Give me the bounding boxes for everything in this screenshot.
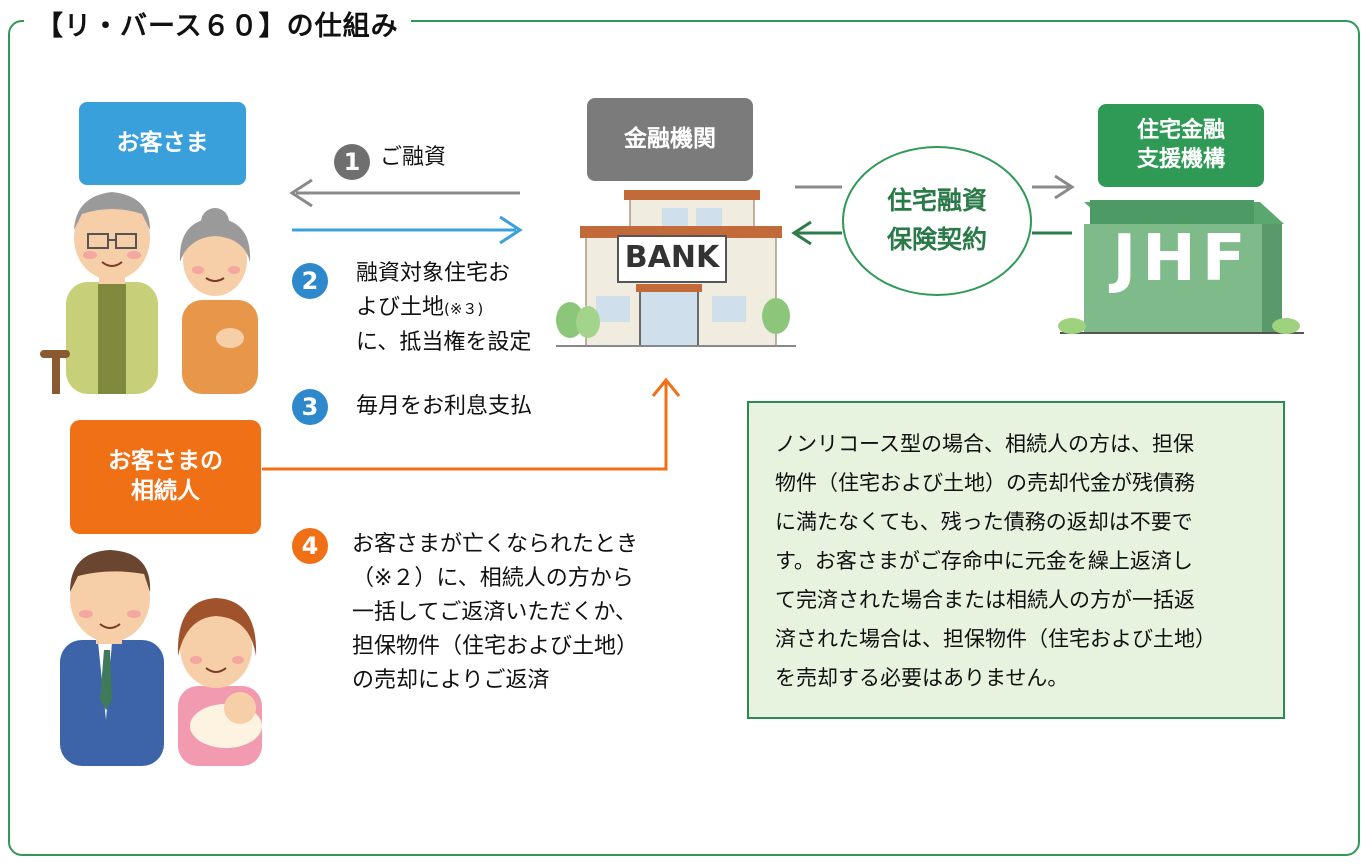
step-4-line2: （※２）に、相続人の方から [352,566,634,591]
heir-family-illustration [60,550,262,766]
customer-label: お客さま [79,102,246,185]
step-3-number: 3 [292,389,328,425]
step-2-line3: に、抵当権を設定 [356,330,532,355]
thf-label-line2: 支援機構 [1136,146,1225,172]
note-line: 済された場合は、担保物件（住宅および土地） [775,627,1216,651]
thf-label-line1: 住宅金融 [1136,117,1225,143]
step-1-number: 1 [334,144,370,180]
step-4-number: 4 [292,528,328,564]
step-2-number: 2 [292,263,328,299]
note-line: を売却する必要はありません。 [775,666,1069,690]
claim-arrow [791,220,1072,246]
step-2-line1: 融資対象住宅お [356,261,511,286]
step-4-line4: 担保物件（住宅および土地） [352,634,639,659]
note-line: て完済された場合または相続人の方が一括返 [775,588,1195,612]
diagram-frame [8,20,1360,856]
page-title: 【リ・バース６０】の仕組み [24,4,411,43]
mortgage-arrow [292,215,523,245]
note-line: ノンリコース型の場合、相続人の方は、担保 [775,432,1194,456]
insurance-arrow [795,174,1075,200]
contract-line1: 住宅融資 [886,186,987,216]
heir-label-line2: 相続人 [131,478,200,504]
bank-sign-text: BANK [624,240,720,275]
bank-label: 金融機関 [587,98,753,181]
step-3-text: 毎月をお利息支払 [356,394,533,419]
thf-building-illustration [1058,200,1304,334]
step-2-text: 融資対象住宅お よび土地(※３) に、抵当権を設定 [356,257,531,360]
thf-label: 住宅金融支援機構 [1098,104,1264,187]
contract-line2: 保険契約 [886,225,987,254]
note-line: 物件（住宅および土地）の売却代金が残債務 [775,471,1195,495]
insurance-contract-badge: 住宅融資保険契約 [842,146,1032,296]
loan-arrow [289,178,520,208]
note-line: す。お客さまがご存命中に元金を繰上返済し [775,549,1193,573]
bank-building-illustration [556,190,796,347]
step-4-text: お客さまが亡くなられたとき （※２）に、相続人の方から 一括してご返済いただくか… [352,528,638,698]
non-recourse-note: ノンリコース型の場合、相続人の方は、担保 物件（住宅および土地）の売却代金が残債… [747,401,1285,719]
step-4-line1: お客さまが亡くなられたとき [352,532,639,557]
step-2-note: (※３) [444,300,484,318]
heir-label-line1: お客さまの [108,448,223,475]
repayment-arrow [262,377,681,471]
step-4-line3: 一括してご返済いただくか、 [352,600,637,625]
elderly-couple-illustration [40,192,258,394]
step-2-line2: よび土地 [356,295,445,320]
heir-label: お客さまの相続人 [70,420,261,534]
step-1-text: ご融資 [380,145,447,170]
step-4-line5: の売却によりご返済 [352,668,550,693]
thf-sign-text: JHF [1112,222,1252,296]
note-line: に満たなくても、残った債務の返却は不要で [775,510,1193,534]
